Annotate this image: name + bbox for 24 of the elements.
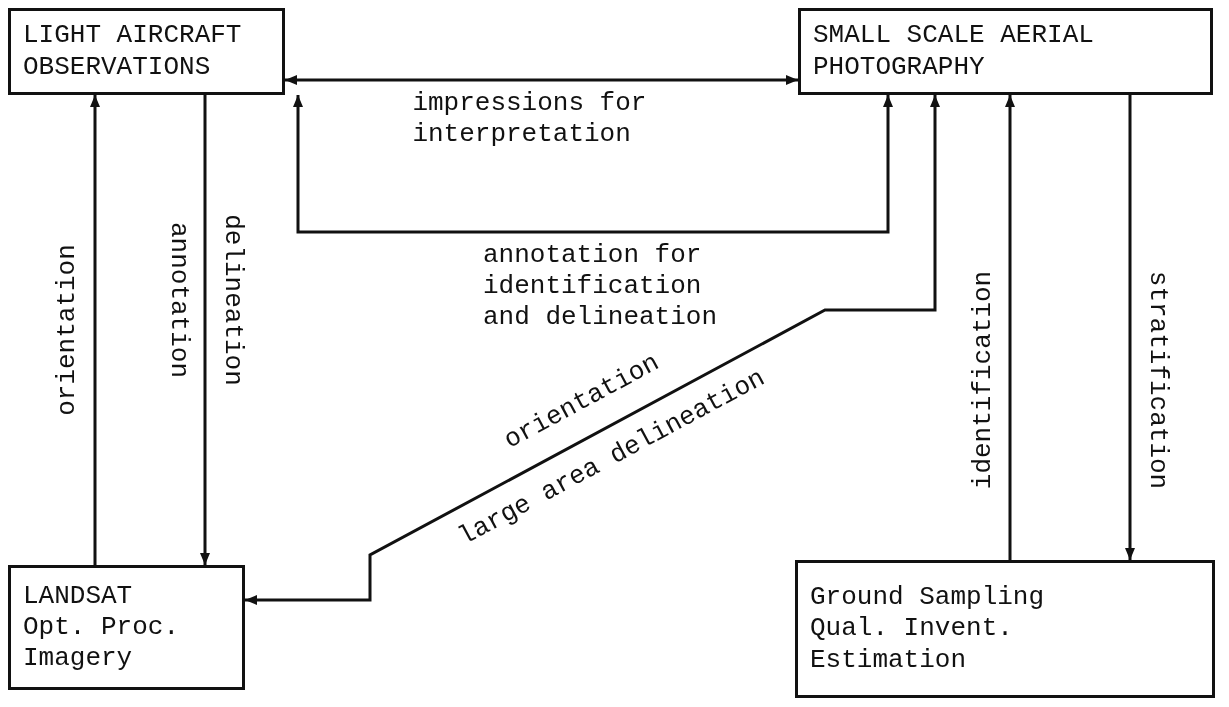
arrow xyxy=(90,95,100,565)
edge-label: annotation for identification and delineation xyxy=(483,240,717,334)
arrow xyxy=(245,95,940,605)
node-text: Opt. Proc. Imagery xyxy=(23,611,181,675)
line-note: delineation xyxy=(216,214,248,386)
edge-label: annotation xyxy=(162,222,194,378)
text-box xyxy=(8,8,285,95)
text-box xyxy=(8,565,245,690)
arrow xyxy=(200,95,210,565)
arrow xyxy=(1125,95,1135,560)
edge-label: identification xyxy=(968,270,1000,490)
edge-label: stratification xyxy=(1141,270,1173,490)
node-text: LIGHT AIRCRAFT OBSERVATIONS xyxy=(23,20,243,83)
text-box xyxy=(795,560,1215,698)
node-text: SMALL SCALE AERIAL PHOTOGRAPHY xyxy=(813,20,1095,83)
edge-label: impressions for interpretation xyxy=(412,88,648,151)
node-text: LANDSAT xyxy=(23,580,134,612)
arrow xyxy=(285,75,798,85)
edge-label: orientation xyxy=(52,244,84,416)
node-text: Ground Sampling xyxy=(810,582,1046,614)
node-text: Qual. Invent. Estimation xyxy=(810,613,1014,676)
text-box xyxy=(798,8,1213,95)
arrow xyxy=(1005,95,1015,560)
arrow xyxy=(293,95,893,234)
